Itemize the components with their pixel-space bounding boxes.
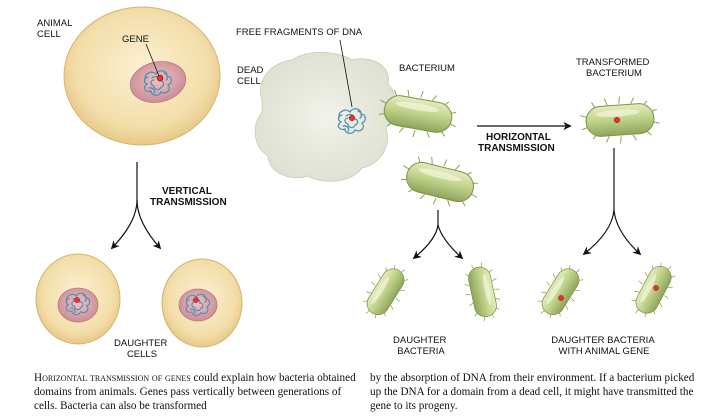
fragments-pointer [339, 39, 353, 108]
label-vertical-transmission: VERTICAL TRANSMISSION [150, 186, 227, 208]
transformed-bacterium [578, 93, 662, 147]
label-dead-cell: DEAD CELL [237, 65, 266, 87]
label-transformed-2: BACTERIUM [586, 68, 642, 79]
label-gene: GENE [122, 34, 149, 45]
daughter-cell-left [35, 253, 121, 345]
label-daughter-bacteria-gene: DAUGHTER BACTERIA WITH ANIMAL GENE [551, 335, 657, 357]
label-animal-cell-1: ANIMAL [37, 18, 72, 29]
label-animal-cell-2: CELL [37, 29, 61, 40]
label-daughter-gene-2: WITH ANIMAL GENE [559, 346, 650, 357]
gene-pointer [145, 43, 160, 77]
caption-left: Horizontal transmission of genes could e… [34, 371, 364, 413]
daughter-bacterium-gene-2 [624, 256, 683, 324]
label-transformed-1: TRANSFORMED [576, 57, 650, 68]
label-dead-cell-2: CELL [237, 76, 261, 87]
daughter-bacterium-gene-1 [530, 258, 591, 326]
animal-cell [63, 6, 221, 146]
caption-right: by the absorption of DNA from their envi… [370, 372, 695, 412]
daughter-bacterium-2 [459, 259, 506, 324]
bacteria-arrows [412, 210, 464, 260]
label-vertical-1: VERTICAL [162, 186, 212, 197]
diagram: ANIMAL CELL GENE VERTICAL TRANSMISSION D… [35, 6, 683, 360]
label-dead-cell-1: DEAD [237, 65, 264, 76]
label-horizontal-1: HORIZONTAL [486, 132, 551, 143]
caption-lead: Horizontal transmission of genes [34, 372, 191, 384]
label-daughter-cells-2: CELLS [127, 349, 157, 360]
label-horizontal-2: TRANSMISSION [478, 143, 555, 154]
label-daughter-bacteria-1: DAUGHTER [393, 335, 446, 346]
label-daughter-cells: DAUGHTER CELLS [114, 338, 170, 360]
daughter-bacterium-1 [355, 258, 416, 326]
dead-cell [254, 39, 396, 182]
caption-left-text: could explain how bacteria obtained doma… [34, 372, 356, 412]
label-free-fragments: FREE FRAGMENTS OF DNA [236, 27, 363, 38]
label-daughter-bacteria: DAUGHTER BACTERIA [393, 335, 449, 357]
daughter-cell-right [161, 258, 243, 348]
gene-bacteria-arrows [582, 148, 642, 256]
label-bacterium: BACTERIUM [399, 63, 455, 74]
label-animal-cell: ANIMAL CELL [37, 18, 75, 40]
vertical-arrows [110, 162, 162, 250]
label-daughter-bacteria-2: BACTERIA [397, 346, 445, 357]
label-horizontal-transmission: HORIZONTAL TRANSMISSION [478, 132, 555, 154]
label-daughter-gene-1: DAUGHTER BACTERIA [551, 335, 655, 346]
gene-dot [156, 74, 164, 82]
label-vertical-2: TRANSMISSION [150, 197, 227, 208]
bacterium-second [396, 149, 484, 215]
label-transformed-bacterium: TRANSFORMED BACTERIUM [576, 57, 652, 79]
label-daughter-cells-1: DAUGHTER [114, 338, 167, 349]
